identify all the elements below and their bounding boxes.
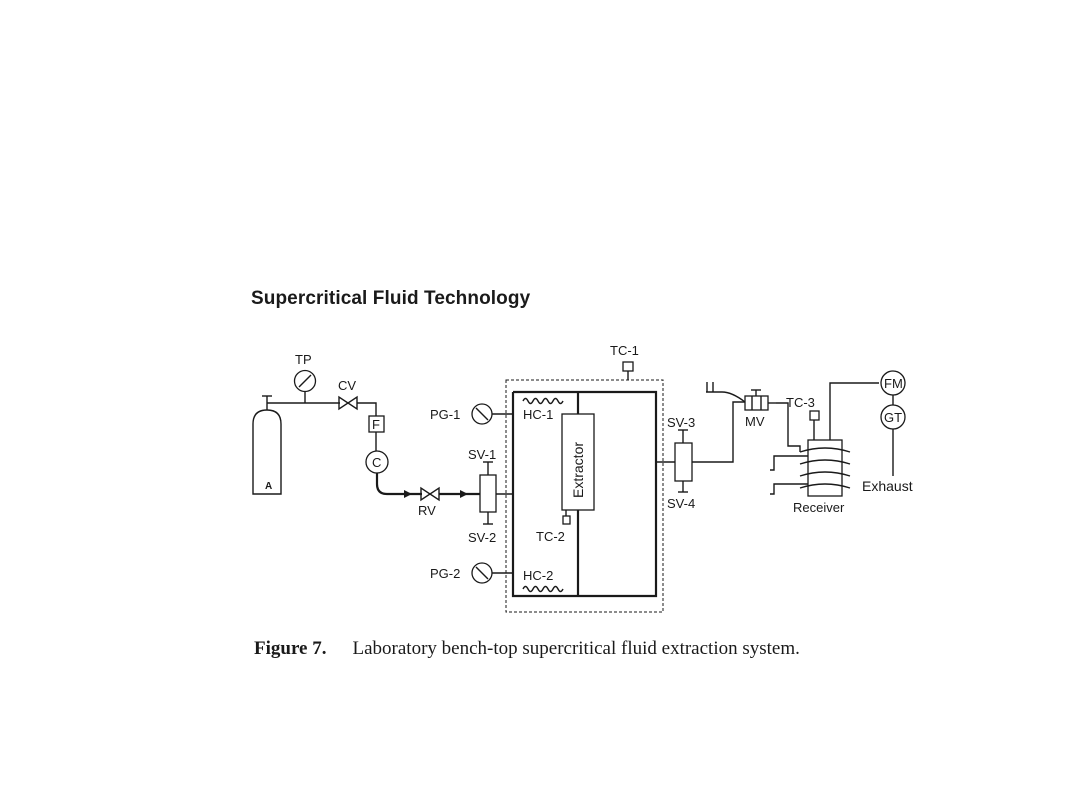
exhaust-label: Exhaust bbox=[862, 478, 913, 494]
switching-valve-column-right: SV-3 SV-4 bbox=[667, 415, 695, 511]
pressure-gauge-tp: TP bbox=[293, 352, 317, 393]
tc2-label: TC-2 bbox=[536, 529, 565, 544]
mv-label: MV bbox=[745, 414, 765, 429]
gt-label: GT bbox=[884, 410, 902, 425]
pressure-gauge-pg2: PG-2 bbox=[430, 562, 513, 584]
sv3-label: SV-3 bbox=[667, 415, 695, 430]
extractor-vessel: Extractor bbox=[561, 413, 595, 511]
rv-label: RV bbox=[418, 503, 436, 518]
sv1-label: SV-1 bbox=[468, 447, 496, 462]
extractor-label: Extractor bbox=[570, 442, 586, 498]
section-heading: Supercritical Fluid Technology bbox=[251, 288, 531, 309]
micrometering-valve-mv: MV bbox=[744, 389, 776, 429]
flow-meter-fm: FM bbox=[880, 370, 906, 396]
figure-caption: Figure 7. Laboratory bench-top supercriti… bbox=[254, 638, 800, 660]
thermocouple-tc3: TC-3 bbox=[786, 395, 820, 440]
tc1-label: TC-1 bbox=[610, 343, 639, 358]
c-label: C bbox=[372, 455, 381, 470]
filter-f: F bbox=[368, 415, 385, 433]
fm-label: FM bbox=[884, 376, 903, 391]
check-valve-cv: CV bbox=[338, 378, 358, 411]
tp-label: TP bbox=[295, 352, 312, 367]
hc1-label: HC-1 bbox=[523, 407, 553, 422]
hc2-label: HC-2 bbox=[523, 568, 553, 583]
heating-coil-hc2: HC-2 bbox=[522, 568, 564, 593]
thermocouple-tc2: TC-2 bbox=[536, 510, 571, 544]
pressure-gauge-pg1: PG-1 bbox=[430, 403, 513, 425]
oven-enclosure bbox=[505, 379, 664, 613]
sv4-label: SV-4 bbox=[667, 496, 695, 511]
pg2-label: PG-2 bbox=[430, 566, 460, 581]
f-label: F bbox=[372, 417, 380, 432]
heating-coil-hc1: HC-1 bbox=[522, 397, 564, 422]
compressor-c: C bbox=[365, 450, 389, 474]
gas-cylinder: A bbox=[252, 395, 282, 495]
receiver-vessel: Receiver bbox=[770, 439, 851, 515]
figure-caption-text: Laboratory bench-top supercritical fluid… bbox=[352, 638, 800, 659]
figure-number: Figure 7. bbox=[254, 638, 327, 659]
regulating-valve-rv: RV bbox=[418, 486, 440, 518]
gas-totalizer-gt: GT bbox=[880, 404, 906, 430]
pg1-label: PG-1 bbox=[430, 407, 460, 422]
cv-label: CV bbox=[338, 378, 356, 393]
switching-valve-column-left: SV-1 SV-2 bbox=[468, 447, 497, 545]
cylinder-label: A bbox=[265, 481, 272, 492]
receiver-label: Receiver bbox=[793, 500, 845, 515]
thermocouple-tc1: TC-1 bbox=[610, 343, 639, 380]
tc3-label: TC-3 bbox=[786, 395, 815, 410]
sv2-label: SV-2 bbox=[468, 530, 496, 545]
